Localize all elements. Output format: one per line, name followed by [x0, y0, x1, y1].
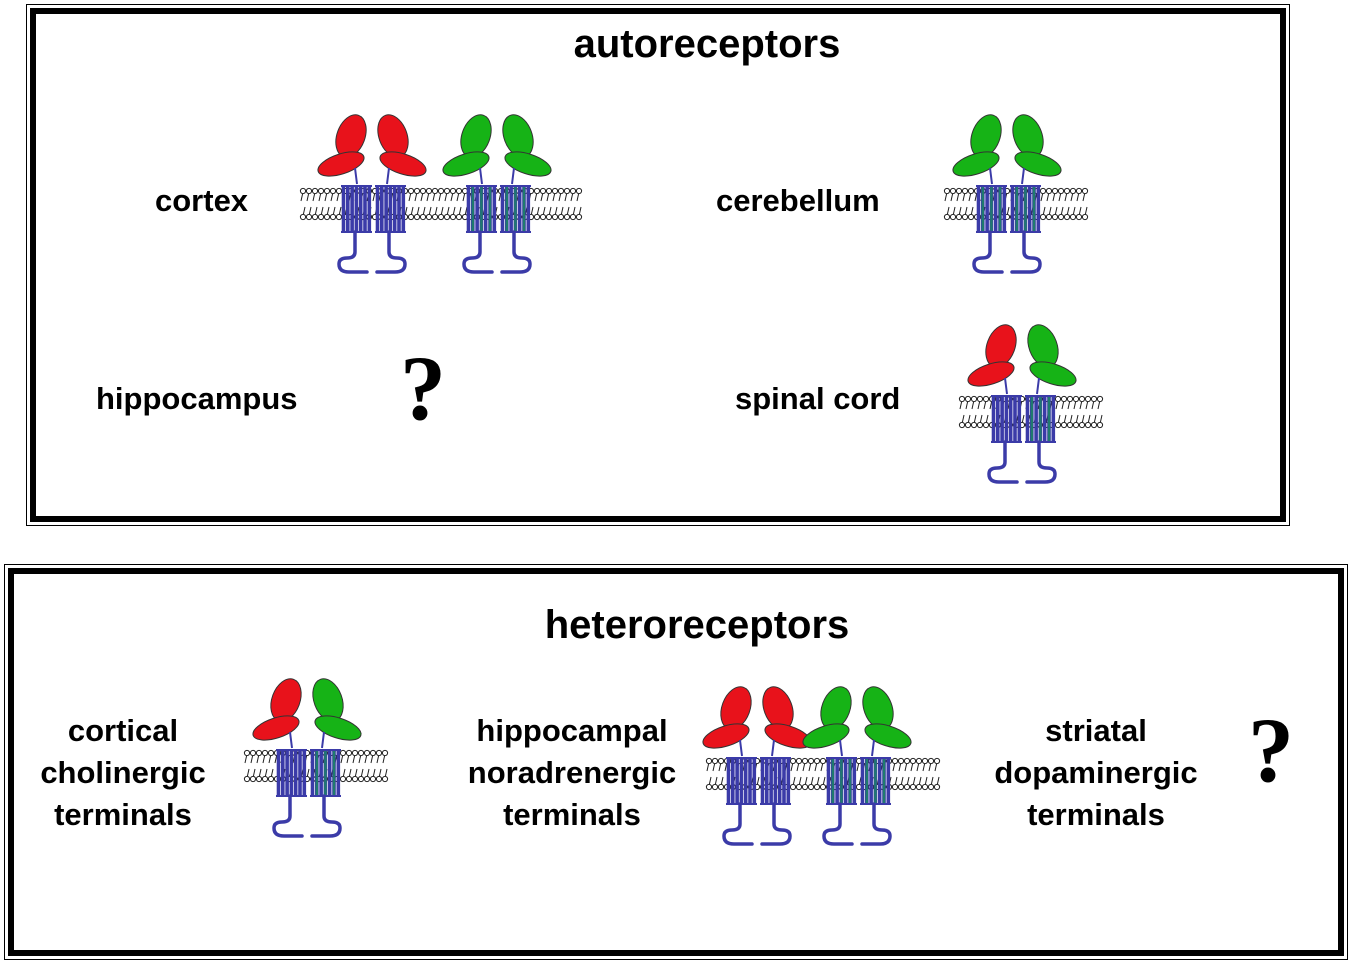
region-label-hippocampus: hippocampus: [96, 381, 298, 416]
region-label-spinal-cord: spinal cord: [735, 381, 901, 416]
label-line: terminals: [1027, 797, 1165, 832]
region-label-hippocampal-noradrenergic: hippocampal noradrenergic terminals: [468, 710, 676, 836]
label-line: terminals: [54, 797, 192, 832]
question-mark-icon: ?: [400, 337, 446, 439]
label-line: hippocampal: [476, 713, 668, 748]
receptor-dimer-icon: [442, 114, 552, 274]
heteroreceptors-panel: [4, 564, 1348, 960]
label-line: striatal: [1045, 713, 1147, 748]
receptor-dimer-icon: [952, 114, 1062, 274]
receptor-dimer-icon: [252, 678, 362, 838]
label-line: cholinergic: [40, 755, 206, 790]
autoreceptors-title: autoreceptors: [573, 22, 841, 66]
receptor-figure-cortical-cholinergic: [243, 678, 389, 838]
region-label-cortical-cholinergic: cortical cholinergic terminals: [40, 710, 205, 836]
receptor-dimer-icon: [317, 114, 427, 274]
receptor-dimer-icon: [702, 686, 812, 846]
label-line: cortical: [67, 713, 179, 748]
label-line: dopaminergic: [994, 755, 1198, 790]
receptor-dimer-icon: [802, 686, 912, 846]
label-line: noradrenergic: [467, 755, 677, 790]
receptor-figure-cerebellum: [943, 114, 1089, 274]
receptor-figure-spinal-cord: [958, 324, 1104, 484]
heteroreceptors-title: heteroreceptors: [544, 603, 850, 647]
region-label-cerebellum: cerebellum: [716, 183, 880, 218]
question-mark-icon: ?: [1248, 699, 1294, 801]
receptor-figure-hippocampal-noradrenergic: [702, 686, 941, 846]
receptor-figure-cortex: [299, 114, 583, 274]
receptor-dimer-icon: [967, 324, 1077, 484]
region-label-striatal-dopaminergic: striatal dopaminergic terminals: [994, 710, 1197, 836]
region-label-cortex: cortex: [155, 183, 249, 218]
label-line: terminals: [503, 797, 641, 832]
autoreceptors-panel: [26, 4, 1290, 526]
